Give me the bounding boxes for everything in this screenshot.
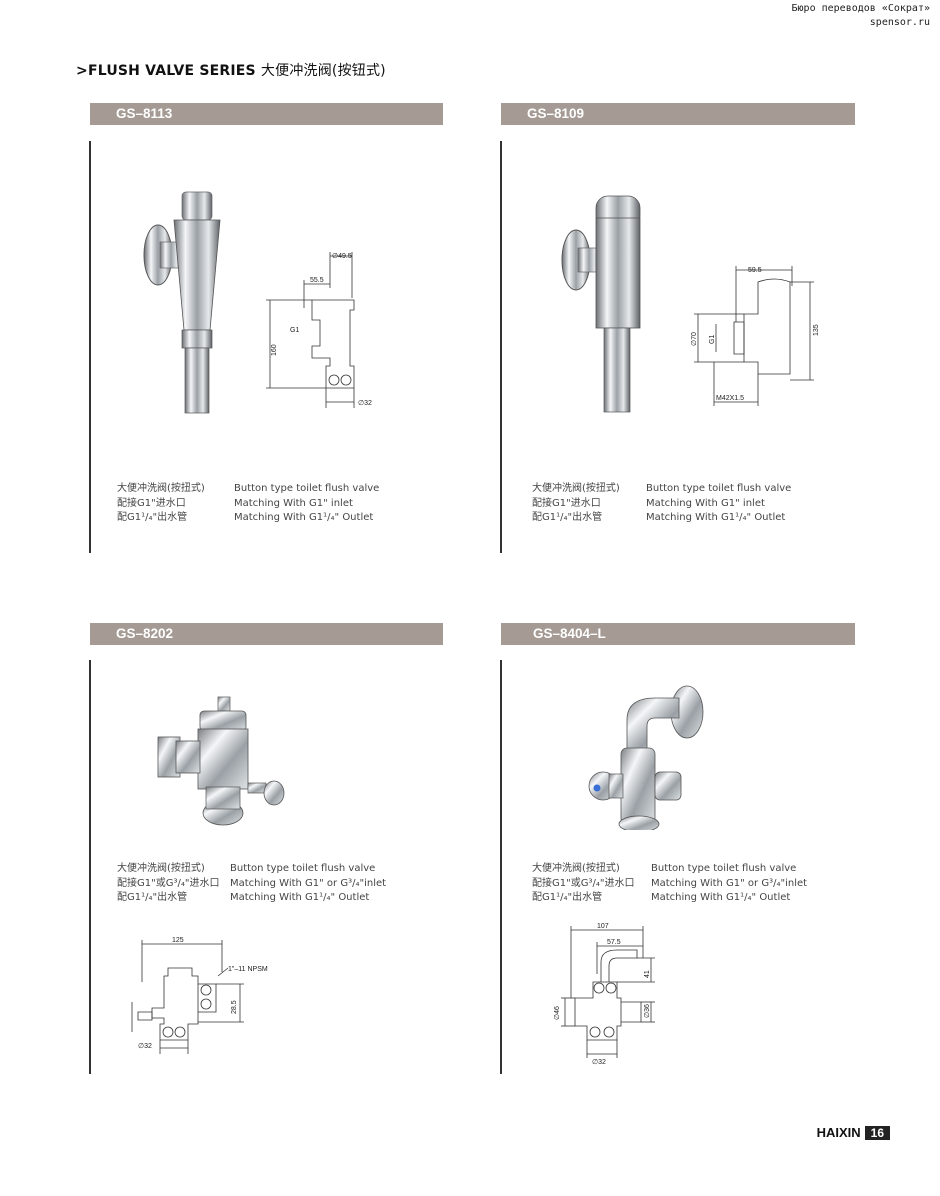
- dim-label: ∅70: [691, 332, 698, 346]
- desc-line: Matching With G1¹/₄" Outlet: [651, 892, 791, 903]
- divider-line: [89, 660, 91, 1074]
- desc-line: Button type toilet flush valve: [646, 483, 792, 494]
- dim-label: 1"–11 NPSM: [228, 966, 268, 973]
- desc-line: Matching With G1" inlet: [646, 497, 765, 509]
- page-number: 16: [864, 1125, 890, 1140]
- desc-line: Button type toilet flush valve: [230, 863, 376, 874]
- desc-line: Matching With G1¹/₄" Outlet: [230, 892, 370, 903]
- dim-label: ∅46: [554, 1006, 561, 1020]
- desc-line: Matching With G1" or G³/₄"inlet: [230, 877, 387, 889]
- title-en: FLUSH VALVE SERIES: [87, 63, 256, 79]
- dim-label: ∅49.5: [332, 253, 352, 260]
- desc-line: 大便冲洗阀(按扭式): [117, 483, 205, 494]
- watermark: Бюро переводов «Сократ» spensor.ru: [792, 2, 930, 30]
- gs8404l-en-desc: Button type toilet flush valve Matching …: [651, 862, 807, 906]
- page-title: >FLUSH VALVE SERIES 大便冲洗阀(按钮式): [76, 60, 386, 80]
- dim-label: ∅32: [592, 1059, 606, 1066]
- gs8404l-photo: [588, 685, 704, 830]
- dim-label: G1: [290, 327, 299, 334]
- gs8109-photo: [561, 195, 641, 413]
- footer-brand: HAIXIN 16: [817, 1125, 890, 1140]
- watermark-line1: Бюро переводов «Сократ»: [791, 3, 930, 14]
- desc-line: 配G1¹/₄"出水管: [117, 892, 188, 903]
- gs8109-cn-desc: 大便冲洗阀(按扭式) 配接G1"进水口 配G1¹/₄"出水管: [532, 482, 620, 526]
- dim-label: M42X1.5: [716, 395, 744, 402]
- desc-line: 配G1¹/₄"出水管: [532, 512, 603, 523]
- title-cn: 大便冲洗阀(按钮式): [260, 63, 386, 79]
- desc-line: 大便冲洗阀(按扭式): [532, 483, 620, 494]
- desc-line: 配接G1"或G³/₄"进水口: [532, 877, 635, 889]
- dim-label: 135: [813, 324, 820, 336]
- desc-line: 配G1¹/₄"出水管: [117, 512, 188, 523]
- desc-line: Matching With G1¹/₄" Outlet: [646, 512, 786, 523]
- desc-line: Matching With G1" inlet: [234, 497, 353, 509]
- desc-line: Matching With G1¹/₄" Outlet: [234, 512, 374, 523]
- desc-line: 大便冲洗阀(按扭式): [117, 863, 205, 874]
- dim-label: ∅32: [358, 400, 372, 407]
- gs8109-en-desc: Button type toilet flush valve Matching …: [646, 482, 791, 526]
- model-bar-gs8109: GS–8109: [501, 103, 855, 125]
- model-bar-gs8404l: GS–8404–L: [501, 623, 855, 645]
- gs8404l-cn-desc: 大便冲洗阀(按扭式) 配接G1"或G³/₄"进水口 配G1¹/₄"出水管: [532, 862, 634, 906]
- dim-label: 28.5: [231, 1000, 238, 1014]
- gs8202-dimension-drawing: 125 1"–11 NPSM 28.5 ∅32: [131, 937, 268, 1054]
- gs8113-en-desc: Button type toilet flush valve Matching …: [234, 482, 379, 526]
- brand-name: HAIXIN: [816, 1125, 861, 1140]
- gs8113-cn-desc: 大便冲洗阀(按扭式) 配接G1"进水口 配G1¹/₄"出水管: [117, 482, 205, 526]
- divider-line: [89, 141, 91, 553]
- gs8202-photo: [157, 696, 285, 826]
- desc-line: Matching With G1" or G³/₄"inlet: [651, 877, 808, 889]
- dim-label: 59.5: [748, 267, 762, 274]
- gs8202-en-desc: Button type toilet flush valve Matching …: [230, 862, 386, 906]
- desc-line: 配接G1"或G³/₄"进水口: [117, 877, 220, 889]
- dim-label: 55.5: [310, 277, 324, 284]
- watermark-line2: spensor.ru: [869, 17, 930, 28]
- desc-line: 配接G1"进水口: [532, 497, 601, 509]
- gs8109-dimension-drawing: 59.5 135 ∅70 G1 M42X1.5: [691, 266, 820, 406]
- dim-label: 160: [271, 344, 278, 356]
- dim-label: ∅36: [644, 1004, 651, 1018]
- model-bar-gs8202: GS–8202: [90, 623, 443, 645]
- dim-label: 107: [597, 923, 609, 930]
- arrow-icon: >: [76, 63, 88, 79]
- gs8202-cn-desc: 大便冲洗阀(按扭式) 配接G1"或G³/₄"进水口 配G1¹/₄"出水管: [117, 862, 219, 906]
- desc-line: Button type toilet flush valve: [234, 483, 380, 494]
- desc-line: Button type toilet flush valve: [651, 863, 797, 874]
- model-bar-gs8113: GS–8113: [90, 103, 443, 125]
- desc-line: 配接G1"进水口: [117, 497, 186, 509]
- dim-label: 41: [644, 970, 651, 978]
- dim-label: ∅32: [138, 1043, 152, 1050]
- divider-line: [500, 141, 502, 553]
- dim-label: 125: [172, 937, 184, 944]
- gs8113-dimension-drawing: ∅49.5 55.5 G1 160 ∅32: [266, 252, 372, 408]
- gs8404l-dimension-drawing: 107 57.5 41 ∅46 ∅36 ∅32: [554, 923, 655, 1066]
- divider-line: [500, 660, 502, 1074]
- gs8113-photo: [143, 191, 221, 414]
- dim-label: G1: [709, 335, 716, 344]
- dim-label: 57.5: [607, 939, 621, 946]
- desc-line: 配G1¹/₄"出水管: [532, 892, 603, 903]
- desc-line: 大便冲洗阀(按扭式): [532, 863, 620, 874]
